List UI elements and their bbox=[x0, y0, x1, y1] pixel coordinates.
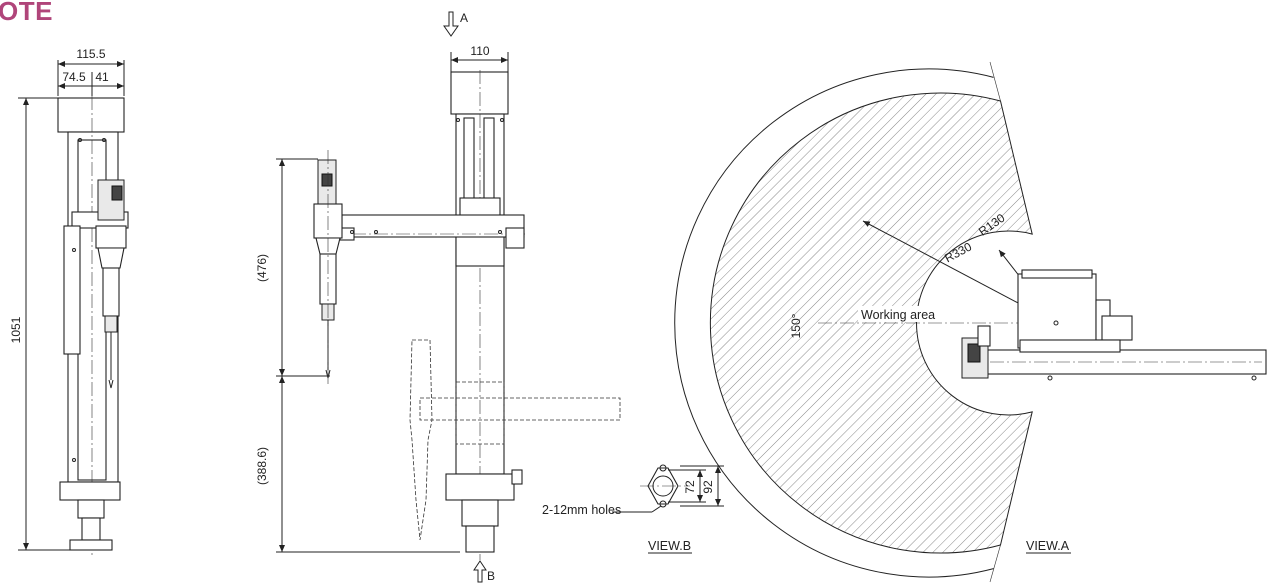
dim-upper-stroke: (476) bbox=[255, 254, 269, 282]
view-b-caption: VIEW.B bbox=[648, 539, 691, 553]
front-view: A 110 bbox=[255, 11, 621, 583]
dim-column-width: 110 bbox=[470, 44, 489, 58]
view-a: 150° R130 R330 Working area VIEW.A bbox=[674, 61, 1267, 583]
arrow-b-label: B bbox=[487, 569, 495, 583]
dim-total-width: 115.5 bbox=[76, 47, 105, 61]
side-view: 115.5 74.5 41 1051 bbox=[9, 47, 129, 555]
dim-right-offset: 41 bbox=[95, 70, 109, 84]
dim-flange-outer: 92 bbox=[701, 480, 715, 494]
page-title: OTE bbox=[0, 0, 53, 26]
dim-left-offset: 74.5 bbox=[62, 70, 86, 84]
dim-flange-inner: 72 bbox=[683, 480, 697, 494]
angle-label: 150° bbox=[789, 313, 803, 338]
dim-height: 1051 bbox=[9, 316, 23, 343]
arrow-a-label: A bbox=[460, 11, 468, 25]
working-area-label: Working area bbox=[861, 308, 935, 322]
holes-label: 2-12mm holes bbox=[542, 503, 621, 517]
dim-lower-stroke: (388.6) bbox=[255, 447, 269, 485]
view-a-caption: VIEW.A bbox=[1026, 539, 1070, 553]
view-b: 72 92 2-12mm holes VIEW.B bbox=[542, 464, 724, 554]
